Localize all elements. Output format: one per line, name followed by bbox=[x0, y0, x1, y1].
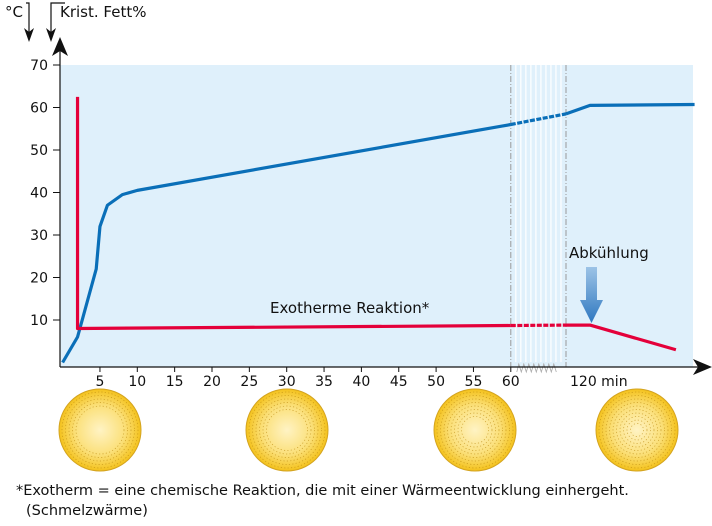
series-fat-line bbox=[61, 122, 512, 364]
crystal-ring bbox=[252, 395, 322, 465]
y-tick-label: 50 bbox=[30, 143, 48, 159]
crystal-circle-1 bbox=[58, 388, 142, 472]
annotation-exotherm: Exotherme Reaktion* bbox=[270, 299, 430, 317]
y-tick-label: 40 bbox=[30, 186, 48, 202]
footnote-line2: (Schmelzwärme) bbox=[26, 503, 148, 519]
crystal-ring bbox=[626, 419, 648, 441]
crystal-ring bbox=[443, 398, 507, 462]
x-tick-label: 40 bbox=[352, 374, 370, 390]
crystal-ring bbox=[68, 398, 132, 462]
crystal-ring bbox=[255, 398, 319, 462]
crystal-illustrations bbox=[58, 388, 679, 472]
fat-unit-line bbox=[50, 2, 65, 32]
annotation-cooling: Abkühlung bbox=[569, 244, 649, 262]
crystal-circle bbox=[595, 388, 679, 472]
crystal-ring bbox=[436, 391, 514, 469]
crystal-ring bbox=[454, 409, 496, 451]
crystal-ring bbox=[262, 405, 312, 455]
crystal-circle-4 bbox=[595, 388, 679, 472]
x-tick-label: 35 bbox=[315, 374, 333, 390]
crystal-circle-3 bbox=[433, 388, 517, 472]
crystal-circle bbox=[245, 388, 329, 472]
x-tick-label: 10 bbox=[128, 374, 146, 390]
crystal-circle bbox=[58, 388, 142, 472]
plot-background bbox=[60, 65, 693, 367]
crystal-circle-2 bbox=[245, 388, 329, 472]
crystal-ring bbox=[72, 402, 128, 458]
crystal-ring bbox=[450, 405, 500, 455]
footnote-line1: *Exotherm = eine chemische Reaktion, die… bbox=[16, 483, 629, 499]
crystal-ring bbox=[605, 398, 669, 462]
x-end-label: 120 min bbox=[570, 374, 628, 390]
x-tick-label: 45 bbox=[390, 374, 408, 390]
crystal-ring bbox=[75, 405, 125, 455]
crystal-ring bbox=[447, 402, 503, 458]
y-axis-arrow-icon bbox=[52, 37, 68, 56]
series-temperature-line bbox=[566, 323, 677, 352]
x-tick-label: 60 bbox=[502, 374, 520, 390]
crystal-ring bbox=[609, 402, 665, 458]
crystal-ring bbox=[598, 391, 676, 469]
x-tick-label: 20 bbox=[203, 374, 221, 390]
crystal-ring bbox=[457, 412, 493, 448]
crystal-ring bbox=[248, 391, 326, 469]
x-tick-label: 5 bbox=[95, 374, 104, 390]
temp-down-arrow-icon bbox=[24, 28, 34, 42]
crystal-ring bbox=[461, 416, 489, 444]
y-tick-label: 20 bbox=[30, 271, 48, 287]
series-fat-line bbox=[565, 102, 695, 116]
x-tick-label: 50 bbox=[427, 374, 445, 390]
crystal-ring bbox=[440, 395, 510, 465]
x-tick-label: 15 bbox=[166, 374, 184, 390]
y-label-fat: Krist. Fett% bbox=[60, 3, 146, 21]
series-temperature-line bbox=[75, 96, 511, 331]
crystal-ring bbox=[259, 402, 315, 458]
y-tick-label: 60 bbox=[30, 101, 48, 117]
series-fat-line-dashed bbox=[510, 112, 567, 127]
x-tick-label: 30 bbox=[278, 374, 296, 390]
crystal-ring bbox=[623, 416, 651, 444]
crystal-ring bbox=[630, 423, 644, 437]
y-tick-label: 10 bbox=[30, 313, 48, 329]
crystal-circle bbox=[433, 388, 517, 472]
crystal-ring bbox=[619, 412, 655, 448]
crystal-ring bbox=[602, 395, 672, 465]
crystal-ring bbox=[612, 405, 662, 455]
x-tick-label: 25 bbox=[240, 374, 258, 390]
x-tick-label: 55 bbox=[465, 374, 483, 390]
temp-unit-line bbox=[26, 2, 30, 32]
crystal-ring bbox=[61, 391, 139, 469]
y-tick-label: 30 bbox=[30, 228, 48, 244]
crystal-ring bbox=[65, 395, 135, 465]
crystal-ring bbox=[616, 409, 658, 451]
cooling-arrow-icon bbox=[580, 267, 603, 323]
x-axis-arrow-icon bbox=[693, 359, 712, 375]
crystal-ring bbox=[266, 409, 308, 451]
fat-down-arrow-icon bbox=[46, 28, 56, 42]
y-tick-label: 70 bbox=[30, 58, 48, 74]
axis-break bbox=[510, 65, 567, 374]
y-label-temp: °C bbox=[5, 3, 23, 21]
